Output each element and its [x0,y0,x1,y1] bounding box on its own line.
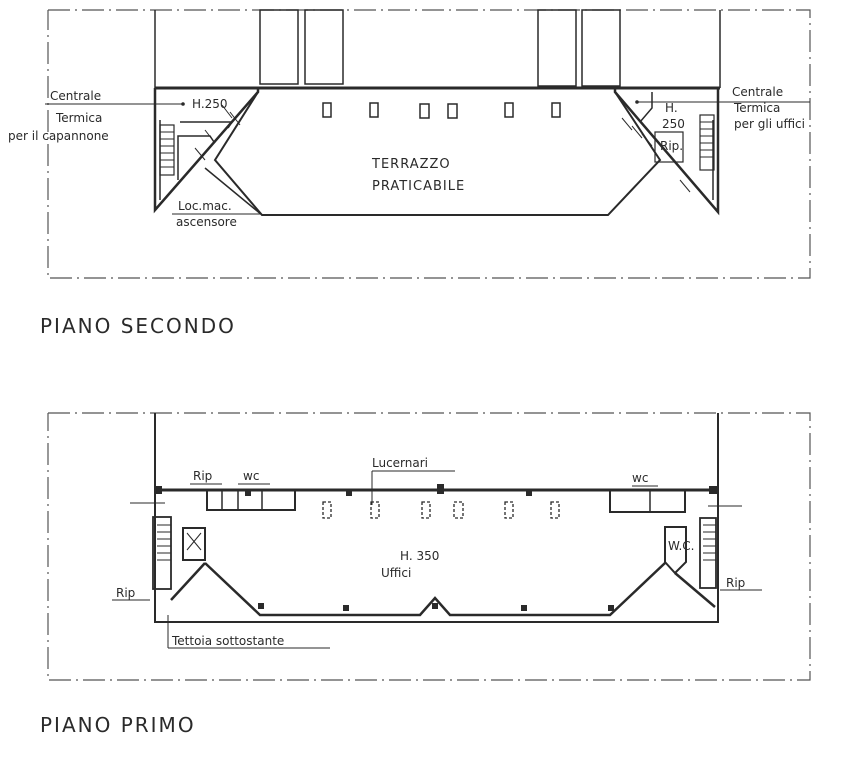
label-centrale-right: Centrale [732,85,783,99]
label-rip-right: Rip. [660,139,683,153]
label-height: H. 350 [400,549,439,563]
plan-piano-primo: Rip wc Lucernari wc H. 350 Uffici Rip Ri… [40,412,811,737]
plan-piano-secondo: Centrale Termica per il capannone H.250 … [8,9,811,338]
stairs-icon [699,517,717,589]
plan-title-secondo: PIANO SECONDO [40,314,236,338]
roof-box [537,9,577,87]
skylights [322,102,561,119]
label-loc-mac: Loc.mac. [178,199,232,213]
label-wc-vertical: W.C. [668,539,695,553]
label-uffici: Uffici [381,566,411,580]
label-height-left: H.250 [192,97,228,111]
label-terrazzo: TERRAZZO [371,157,451,172]
label-rip-left: Rip [116,586,135,600]
label-termica-left: Termica [55,111,102,125]
roof-box [581,9,621,87]
elevator-icon [182,527,206,561]
skylights [322,501,560,519]
label-wc-right: wc [632,471,648,485]
label-rip-right: Rip [726,576,745,590]
label-lucernari: Lucernari [372,456,428,470]
stairs-icon [159,124,175,176]
boundary-line [47,9,811,279]
plan-title-primo: PIANO PRIMO [40,713,196,737]
boundary-line [47,412,811,681]
label-capannone: per il capannone [8,129,109,143]
stairs-icon [152,516,172,590]
label-wc-left: wc [243,469,259,483]
roof-box [259,9,299,85]
columns [154,484,717,611]
label-praticabile: PRATICABILE [372,179,465,194]
stairs-icon [699,114,715,171]
label-ascensore: ascensore [176,215,237,229]
label-uffici-right: per gli uffici [734,117,805,131]
roof-box [304,9,344,85]
label-rip-top: Rip [193,469,212,483]
label-termica-right: Termica [733,101,780,115]
label-height-right-1: H. [665,101,678,115]
label-centrale-left: Centrale [50,89,101,103]
label-height-right-2: 250 [662,117,685,131]
label-tettoia: Tettoia sottostante [171,634,284,648]
